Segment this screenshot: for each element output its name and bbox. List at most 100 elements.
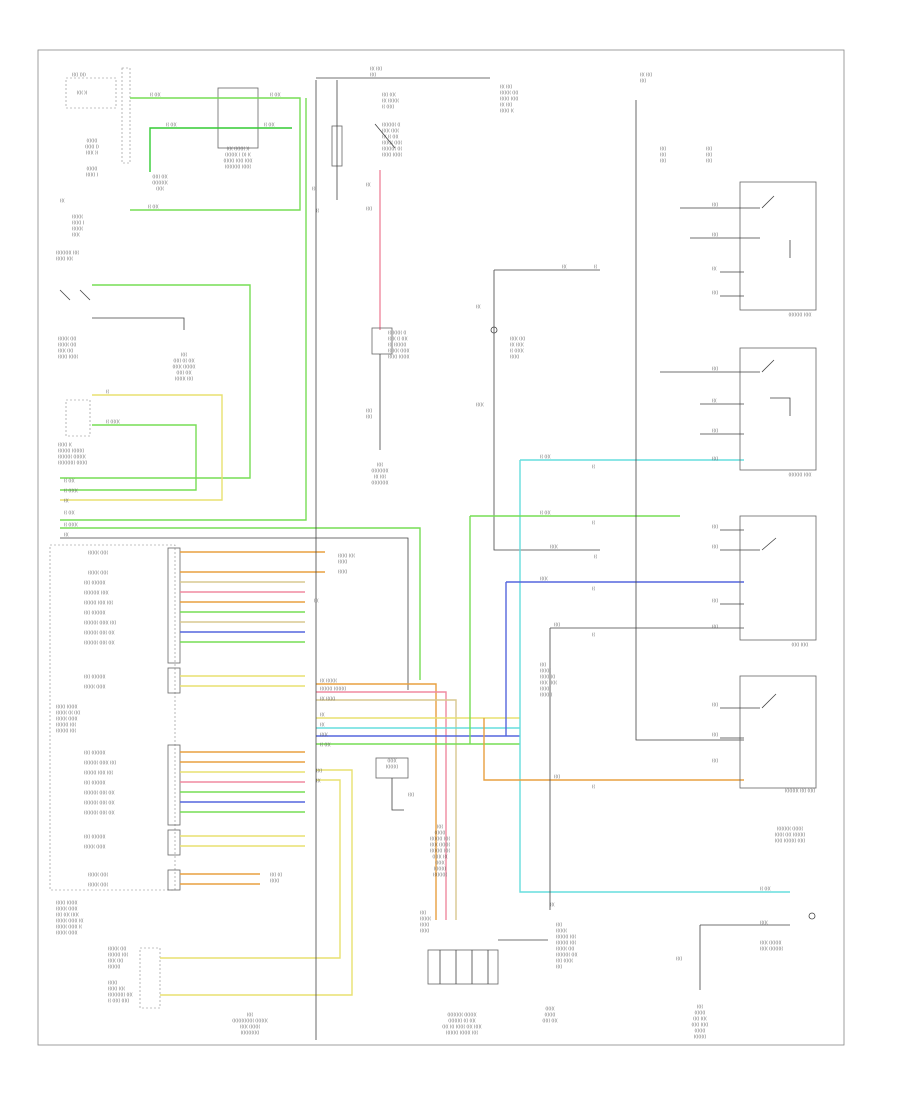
center-data-bus: ((( ((((((( (((((((( (((((((( ((( ((((((… xyxy=(316,678,520,920)
svg-text:(((( (((( (((((: (((( (((( ((((( xyxy=(56,912,79,917)
svg-text:((((((( ((((( (((((: ((((((( ((((( ((((( xyxy=(223,158,253,163)
svg-text:((((((: (((((( xyxy=(108,980,118,985)
svg-text:((((((( (((((: ((((((( ((((( xyxy=(88,570,108,575)
svg-text:(((((((( ((((: (((((((( (((( xyxy=(108,952,128,957)
svg-text:(((((((: ((((((( xyxy=(540,686,551,691)
svg-text:(( ((((: (( (((( xyxy=(166,122,177,127)
svg-text:(((((((((( (((((: (((((((((( ((((( xyxy=(84,590,109,595)
svg-text:(((( (((((((((: (((( ((((((((( xyxy=(84,580,106,585)
svg-text:(( ((((: (( (((( xyxy=(150,92,161,97)
relay-feed-wires: (( (((( (( (((( ((((( (((( (((( (( (( ((… xyxy=(469,454,790,893)
svg-text:((((( ((( ((((: ((((( ((( (((( xyxy=(173,358,195,363)
svg-text:((((((((( ((: ((((((((( (( xyxy=(388,330,407,335)
svg-text:(((((((: ((((((( xyxy=(87,166,98,171)
svg-text:((((((((( ((((((((: ((((((((( (((((((( xyxy=(58,454,86,459)
svg-text:((((: (((( xyxy=(554,622,561,627)
svg-text:((((((((: (((((((( xyxy=(386,764,399,769)
svg-text:((: (( xyxy=(106,389,110,394)
svg-text:(((: ((( xyxy=(312,186,317,191)
svg-text:(((( ((( (((((( (((( (((((: (((( ((( (((((( (((( ((((( xyxy=(442,1024,482,1029)
svg-text:((((((((( ((((( ((((: ((((((((( ((((( (((( xyxy=(84,640,115,645)
svg-text:((( ((((: ((( (((( xyxy=(640,72,653,77)
svg-text:(((: ((( xyxy=(550,902,555,907)
svg-text:(((((((( ((((((( ((((: (((((((( ((((((( (((( xyxy=(446,1030,479,1035)
svg-text:((((( (((((((( (((((: ((((( (((((((( ((((( xyxy=(775,838,806,843)
svg-text:((((((( ((((: ((((((( (((( xyxy=(108,946,127,951)
svg-text:(( ((((: (( (((( xyxy=(264,122,275,127)
bundle-labels: (( (((( (( (((((( ((( (( (((( (( (((((( … xyxy=(64,478,78,537)
svg-text:(( (((((: (( ((((( xyxy=(382,104,395,109)
svg-text:((((: (((( xyxy=(377,462,384,467)
svg-text:(((((( ): (((((( ) xyxy=(72,220,85,225)
svg-text:((((((( (((((: ((((((( ((((( xyxy=(88,550,108,555)
svg-text:(((((((: ((((((( xyxy=(695,1028,706,1033)
svg-text:((((( ((((: ((((( (((( xyxy=(108,958,124,963)
green-wire-bundle-top: (( (((( (( (((( (( (((( (( (((( (( (((( xyxy=(60,92,307,521)
svg-text:((((: (((( xyxy=(712,598,719,603)
svg-text:(((((((((((((( ((((((((: (((((((((((((( (((((((( xyxy=(232,1018,268,1023)
svg-text:((((((: (((((( xyxy=(387,758,397,763)
svg-text:((((((( ((((((: ((((((( (((((( xyxy=(56,716,78,721)
svg-text:((((((: (((((( xyxy=(338,559,348,564)
svg-text:(((( (((((((((: (((( ((((((((( xyxy=(84,750,106,755)
svg-text:((((((((: (((((((( xyxy=(434,866,447,871)
svg-text:(((: ((( xyxy=(60,198,65,203)
svg-text:((((( )): ((((( )) xyxy=(86,150,99,155)
svg-text:(((((((( ((((: (((((((( (((( xyxy=(556,934,576,939)
svg-text:((((( ((((((((: ((((( (((((((( xyxy=(760,940,782,945)
svg-text:(((((( (((((((: (((((( ((((((( xyxy=(56,704,78,709)
svg-text:(((( )): (((( )) xyxy=(77,90,88,95)
svg-text:((((: (((( xyxy=(712,624,719,629)
svg-text:((((: (((( xyxy=(712,366,719,371)
svg-text:(((: ((( xyxy=(64,498,69,503)
signal-labels-upper: ((((((( ((((( ((((((( ((((( (((( (((((((… xyxy=(84,550,355,689)
svg-text:((((( (((((: ((((( ((((( xyxy=(540,680,557,685)
svg-text:(((((( (((: (((((( ((( xyxy=(540,674,556,679)
svg-text:(((((((((( ((((((: (((((((((( (((((( xyxy=(225,164,252,169)
svg-text:(((: ((( xyxy=(562,264,567,269)
svg-text:((((((: (((((( xyxy=(510,354,520,359)
svg-text:((((: (((( xyxy=(247,1012,254,1017)
svg-text:((((((((( ((((( ((((: ((((((((( ((((( (((( xyxy=(84,790,115,795)
svg-text:((((((: (((((( xyxy=(270,878,280,883)
svg-text:((((( ((((: ((((( (((( xyxy=(176,370,192,375)
svg-text:((((: (((( xyxy=(697,1004,704,1009)
svg-text:((((((((( (((((: ((((((((( ((((( xyxy=(788,472,812,477)
svg-text:((((((((( (((: ((((((((( ((( xyxy=(382,146,402,151)
svg-text:((((: (((( xyxy=(712,232,719,237)
svg-text:((((((( (((((( (((: ((((((( (((((( ((( xyxy=(56,918,84,923)
svg-text:(((((((( ((((( ((((: (((((((( ((((( (((( xyxy=(84,600,114,605)
svg-text:((((((: (((((( xyxy=(435,860,445,865)
svg-text:(((( (((((((((: (((( ((((((((( xyxy=(84,780,106,785)
bottom-left-sensors: ((((((( (((( (((((((( (((( ((((( (((( ((… xyxy=(108,768,353,1035)
svg-text:(((( ((((: (((( (((( xyxy=(382,92,396,97)
svg-text:((((((( ((((: ((((((( (((( xyxy=(58,342,77,347)
svg-text:(((: ((( xyxy=(64,532,69,537)
svg-text:((( ((((: ((( (((( xyxy=(500,84,513,89)
svg-text:(((((((( ((((: (((((((( (((( xyxy=(556,940,576,945)
svg-text:((((: (((( xyxy=(316,768,323,773)
black-wire-long xyxy=(60,537,409,690)
svg-text:(((((: ((((( xyxy=(156,186,164,191)
svg-text:(((((( ((((((((: (((((( (((((((( xyxy=(172,364,196,369)
svg-text:((((((((( (((((: ((((((((( ((((( xyxy=(788,312,812,317)
top-left-components: (((( )))) (((( )) ((((((( (((((( )) ((((… xyxy=(56,67,259,261)
svg-text:((((: (((( xyxy=(540,662,547,667)
svg-text:((((((( (((((: ((((((( ((((( xyxy=(88,872,108,877)
svg-text:((((: (((( xyxy=(181,352,188,357)
svg-text:((((: (((( xyxy=(706,158,713,163)
svg-text:(((((: ((((( xyxy=(476,402,484,407)
signal-labels-lower: (((((( ((((((( ((((((( ((( (((( ((((((( … xyxy=(56,704,283,935)
svg-text:(( ((((: (( (((( xyxy=(148,204,159,209)
svg-text:((((: (((( xyxy=(712,544,719,549)
svg-text:(( ((((((: (( (((((( xyxy=(510,348,524,353)
svg-text:(((((: ((((( xyxy=(760,920,768,925)
svg-text:(((((( ): (((((( ) xyxy=(86,172,99,177)
svg-text:((((((((( ((((( ((((: ((((((((( ((((( (((( xyxy=(84,810,115,815)
svg-text:((((( (((((((((: ((((( ((((((((( xyxy=(760,946,784,951)
svg-text:((((((((((( (((((((: ((((((((((( ((((((( xyxy=(58,460,88,465)
svg-text:((((: (((( xyxy=(370,72,377,77)
svg-text:(( ((((((: (( (((((( xyxy=(64,488,78,493)
svg-text:((((( (((((((: ((((( ((((((( xyxy=(240,1024,260,1029)
svg-text:((((: (((( xyxy=(706,146,713,151)
